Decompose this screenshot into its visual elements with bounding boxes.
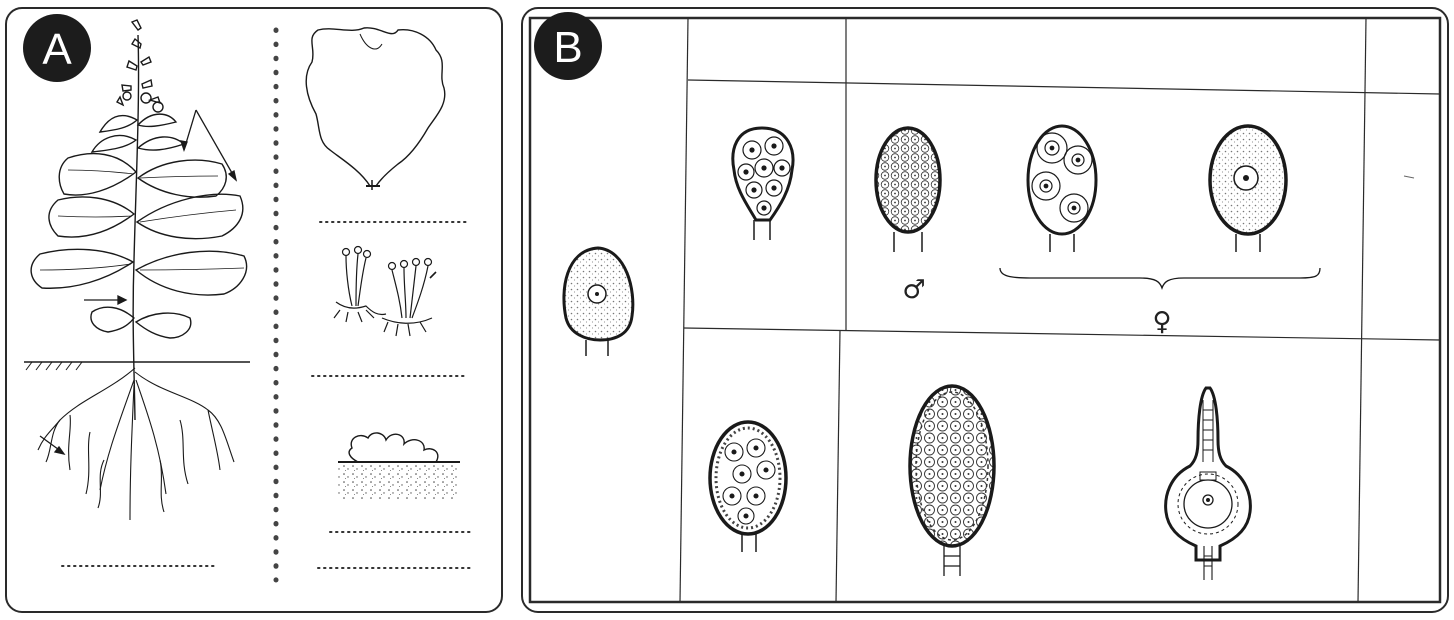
sporangium-pear [733,128,793,240]
plant-flowers [117,20,163,112]
panel-a-label: A [42,25,72,74]
archegonium [1166,388,1251,580]
male-symbol: ♂ [902,275,925,305]
plant-leaves [31,154,246,338]
lichen-illustration [338,433,460,500]
lichen-substrate [338,462,460,500]
female-brace [1000,268,1320,288]
spore-mother-cell [564,248,633,356]
panel-a-arrows [40,110,236,454]
ground-hatching [26,362,82,370]
moss-illustration [334,247,436,337]
egg-cell [1210,126,1286,252]
oogonium-four-cells [1028,126,1096,252]
plant-roots [38,368,234,520]
antheridium [876,128,940,252]
panel-b-table-grid [680,18,1440,602]
panel-a: A [6,8,502,612]
leaf-arrow-2 [196,110,236,180]
vascular-plant-illustration [24,20,250,520]
alga-illustration [306,28,445,190]
panel-b: B [522,8,1448,612]
margin-mark [1404,176,1414,178]
plant-leaf-veins [40,170,244,270]
panel-a-frame [6,8,502,612]
panel-a-badge: A [23,14,91,82]
female-symbol: ♀ [1152,307,1171,337]
panel-b-badge: B [534,12,602,80]
panel-b-label: B [553,23,582,72]
sporangium-jacketed [710,422,786,552]
antheridium-jacketed [910,386,994,576]
panel-b-frame-outer [522,8,1448,612]
